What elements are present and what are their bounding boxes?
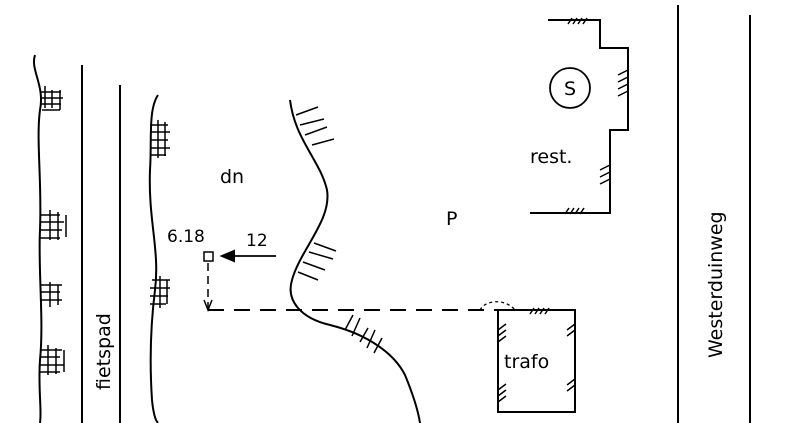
inner-dune-hatching [150,120,170,308]
central-dune-edge [289,99,421,423]
restaurant-wall-hatching [564,17,629,215]
road-label: Westerduinweg [705,211,727,358]
restaurant-symbol-label: S [564,78,576,100]
inner-dune-edge [148,94,159,423]
transformer-label: trafo [504,351,549,373]
transformer-wall-hatching [497,307,576,403]
transformer-building [497,309,576,413]
restaurant-label: rest. [530,146,572,168]
survey-point-marker [203,251,214,262]
restaurant-symbol-circle [549,67,591,109]
dune-label: dn [220,166,244,188]
arrow-head-left [219,249,235,263]
left-dune-edge [32,54,43,423]
bike-path-label: fietspad [93,313,115,390]
left-dune-hatching [40,86,67,375]
restaurant-building [530,19,629,214]
elevation-label: 6.18 [167,227,205,247]
central-dune-hatching [295,106,383,354]
distance-label: 12 [246,231,268,251]
parking-label: P [446,208,457,230]
dotted-arc [479,301,516,311]
